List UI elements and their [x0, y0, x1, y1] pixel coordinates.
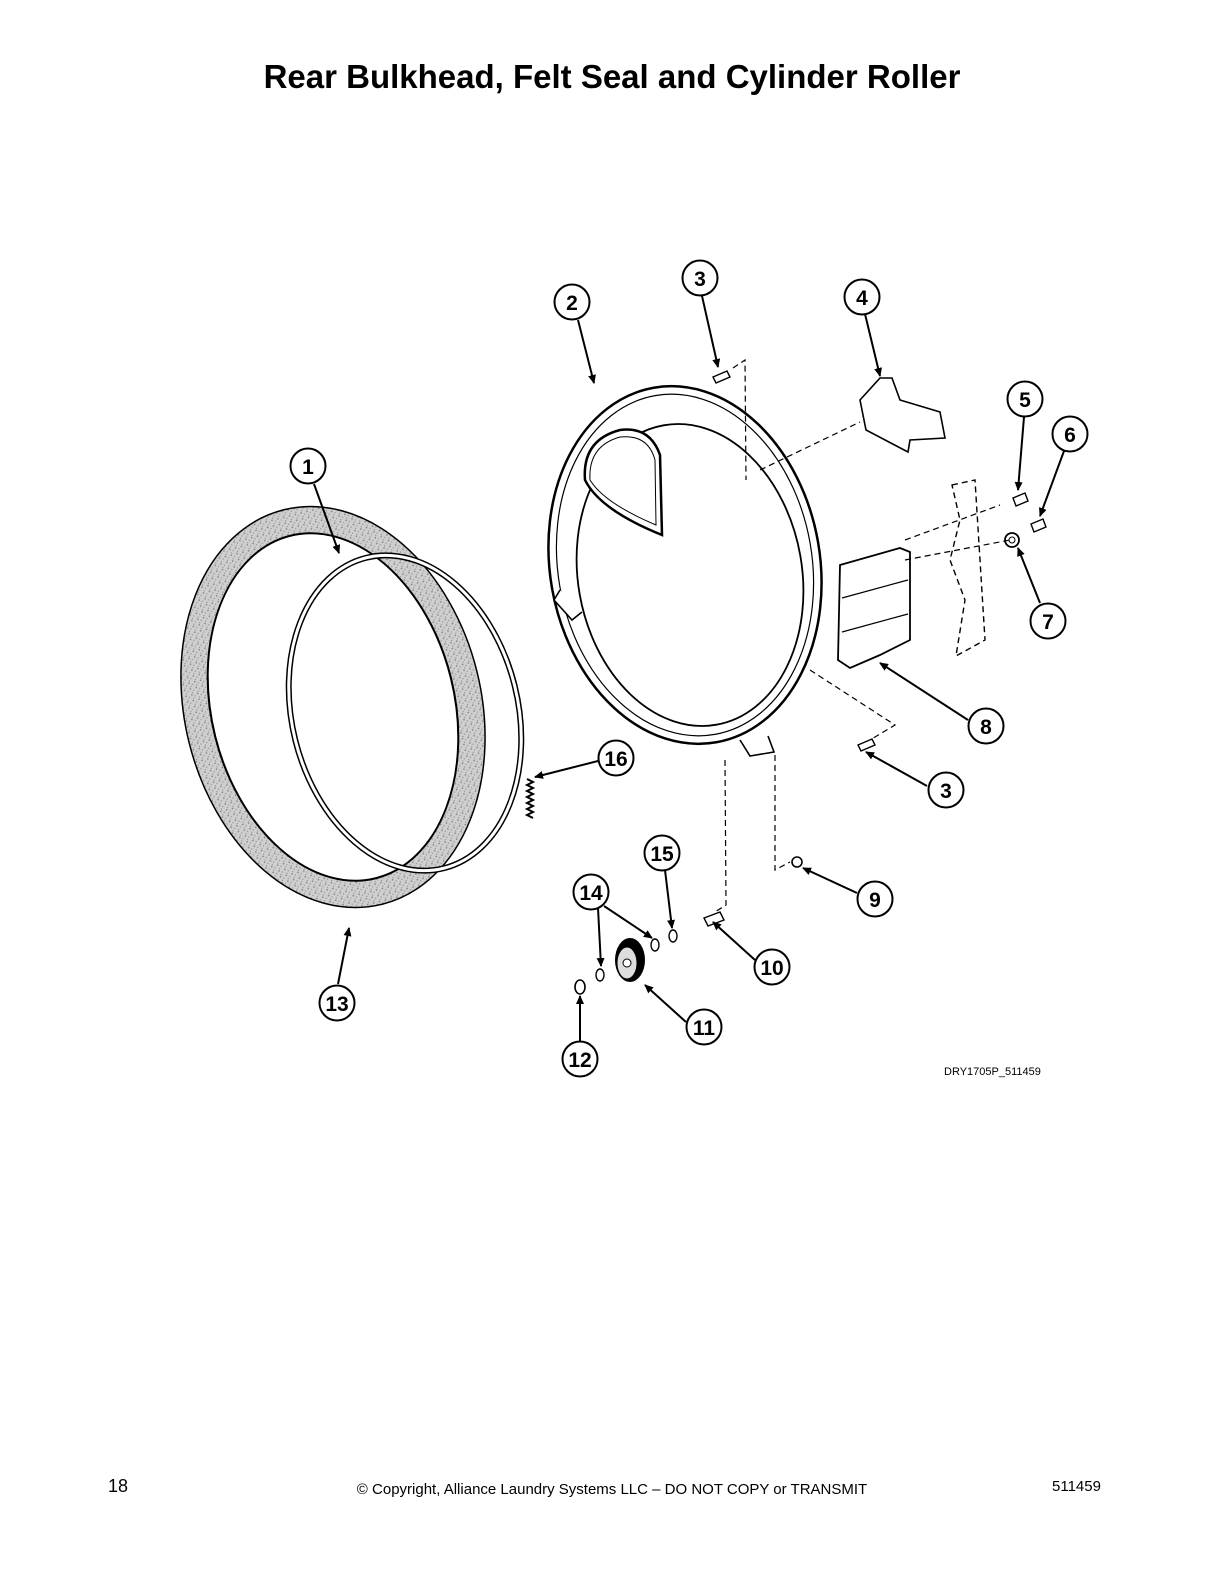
washer-part-14b	[650, 938, 660, 952]
callout-3-lower-label: 3	[940, 780, 952, 803]
washer-part-12	[574, 979, 586, 995]
figure-code: DRY1705P_511459	[944, 1066, 1041, 1078]
copyright-notice: © Copyright, Alliance Laundry Systems LL…	[356, 1481, 868, 1498]
callout-1-label: 1	[302, 456, 314, 479]
washer-part-14a	[595, 968, 605, 982]
callout-15-label: 15	[650, 843, 674, 866]
callout-6: 6	[1051, 415, 1089, 453]
support-bracket-part	[837, 547, 911, 670]
callout-2-label: 2	[566, 292, 578, 315]
callout-12: 12	[561, 1040, 599, 1078]
leader-lines	[313, 295, 1065, 1041]
page-number: 18	[108, 1476, 129, 1496]
callout-13-label: 13	[325, 993, 348, 1016]
felt-seal-part	[180, 505, 486, 909]
callout-2: 2	[553, 283, 591, 321]
callout-7-label: 7	[1042, 611, 1054, 634]
screw-part-6	[1030, 518, 1047, 533]
page-title: Rear Bulkhead, Felt Seal and Cylinder Ro…	[263, 58, 961, 95]
document-number: 511459	[1052, 1478, 1101, 1495]
shaft-part-10	[703, 911, 725, 927]
callout-8: 8	[967, 707, 1005, 745]
callout-14-label: 14	[579, 882, 603, 905]
washer-part-15	[668, 929, 678, 943]
callout-4-label: 4	[856, 287, 868, 310]
callout-10-label: 10	[760, 957, 783, 980]
rear-bulkhead-part	[547, 384, 823, 757]
spring-part	[524, 778, 536, 819]
callout-16-label: 16	[604, 748, 627, 771]
callout-3-upper: 3	[681, 259, 719, 297]
callout-1: 1	[289, 447, 327, 485]
seal-band-part	[285, 552, 525, 874]
callout-8-label: 8	[980, 716, 992, 739]
roller-part-11	[615, 938, 645, 982]
upper-bracket-part	[859, 377, 946, 454]
callout-13: 13	[318, 984, 356, 1022]
screw-part-3-upper	[712, 370, 731, 384]
callout-4: 4	[843, 278, 881, 316]
callout-6-label: 6	[1064, 424, 1076, 447]
callout-12-label: 12	[568, 1049, 591, 1072]
callout-5: 5	[1006, 380, 1044, 418]
callout-11-label: 11	[693, 1017, 716, 1040]
screw-part-3-lower	[857, 738, 876, 752]
callout-9: 9	[856, 880, 894, 918]
callout-10: 10	[753, 948, 791, 986]
callout-11: 11	[685, 1008, 723, 1046]
assembly-lines	[714, 358, 1011, 913]
callout-15: 15	[643, 834, 681, 872]
callout-7: 7	[1029, 602, 1067, 640]
nut-part-9	[791, 856, 803, 868]
panel-outline	[949, 479, 986, 658]
callout-9-label: 9	[869, 889, 881, 912]
callout-3-upper-label: 3	[694, 268, 706, 291]
nut-part-7	[1004, 532, 1020, 548]
callout-5-label: 5	[1019, 389, 1031, 412]
callout-16: 16	[597, 739, 635, 777]
screw-part-5	[1012, 492, 1029, 507]
callout-14: 14	[572, 873, 610, 911]
callout-3-lower: 3	[927, 771, 965, 809]
